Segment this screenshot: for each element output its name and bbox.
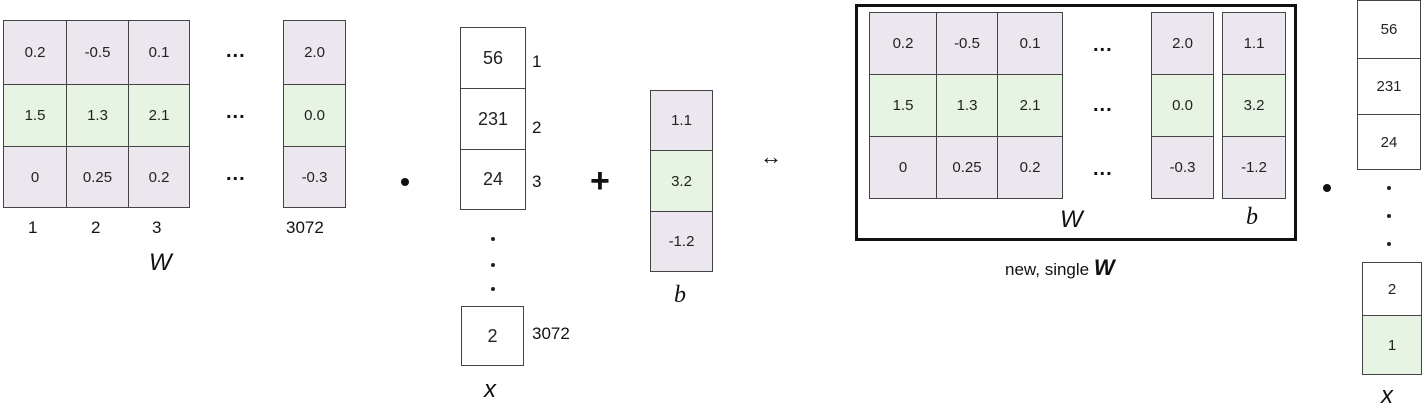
b-cell: 3.2 — [650, 150, 713, 212]
x-ext-cell: 231 — [1357, 58, 1421, 115]
combined-cell: 0.1 — [997, 12, 1063, 75]
combined-cell: 3.2 — [1222, 74, 1286, 137]
vertical-ellipsis-dot — [491, 287, 495, 291]
x-cell: 231 — [460, 88, 526, 150]
w-cell: -0.3 — [283, 146, 346, 208]
caption-text: new, single — [1005, 260, 1094, 279]
ellipsis: ... — [226, 163, 246, 185]
vertical-ellipsis-dot — [1387, 242, 1391, 246]
combined-b-label: b — [1246, 204, 1258, 230]
ellipsis: ... — [1093, 34, 1113, 56]
x-label: x — [484, 376, 496, 403]
x-cell: 56 — [460, 27, 526, 89]
combined-cell: 1.5 — [869, 74, 937, 137]
combined-cell: 0.2 — [997, 136, 1063, 199]
ellipsis: ... — [226, 101, 246, 123]
w-cell: 0.2 — [128, 146, 190, 208]
w-label: W — [149, 249, 172, 276]
combined-cell: -0.3 — [1151, 136, 1214, 199]
combined-cell: 0 — [869, 136, 937, 199]
x-cell: 2 — [461, 306, 524, 366]
w-cell: 0.0 — [283, 84, 346, 147]
caption-var: W — [1093, 255, 1115, 280]
index-label: 2 — [532, 118, 542, 137]
column-label: 2 — [91, 218, 101, 237]
w-cell: 1.5 — [3, 84, 67, 147]
vertical-ellipsis-dot — [1387, 214, 1391, 218]
ellipsis: ... — [226, 40, 246, 62]
column-label: 1 — [28, 218, 38, 237]
w-cell: 2.0 — [283, 20, 346, 85]
index-label: 3 — [532, 172, 542, 191]
column-label: 3072 — [286, 218, 324, 237]
x-cell: 24 — [460, 149, 526, 210]
w-cell: 0.2 — [3, 20, 67, 85]
combined-cell: 1.1 — [1222, 12, 1286, 75]
ellipsis: ... — [1093, 94, 1113, 116]
index-label: 3072 — [532, 324, 570, 343]
combined-cell: -0.5 — [936, 12, 998, 75]
dot-operator: • — [401, 178, 409, 186]
w-cell: 0.25 — [66, 146, 129, 208]
w-cell: 2.1 — [128, 84, 190, 147]
plus-sign: + — [590, 162, 610, 200]
b-label: b — [674, 282, 686, 308]
combined-caption: new, single W — [1005, 255, 1115, 281]
combined-cell: -1.2 — [1222, 136, 1286, 199]
x-ext-cell: 24 — [1357, 114, 1421, 170]
w-cell: -0.5 — [66, 20, 129, 85]
combined-w-label: W — [1060, 206, 1083, 233]
x-ext-label: x — [1381, 382, 1393, 409]
w-cell: 0.1 — [128, 20, 190, 85]
w-cell: 1.3 — [66, 84, 129, 147]
x-ext-cell: 1 — [1362, 315, 1422, 375]
combined-cell: 0.0 — [1151, 74, 1214, 137]
combined-cell: 0.2 — [869, 12, 937, 75]
index-label: 1 — [532, 52, 542, 71]
b-cell: 1.1 — [650, 90, 713, 151]
b-cell: -1.2 — [650, 211, 713, 272]
ellipsis: ... — [1093, 158, 1113, 180]
vertical-ellipsis-dot — [491, 263, 495, 267]
combined-cell: 2.0 — [1151, 12, 1214, 75]
column-label: 3 — [152, 218, 162, 237]
vertical-ellipsis-dot — [1387, 186, 1391, 190]
combined-matrix-frame — [855, 4, 1297, 241]
x-ext-cell: 56 — [1357, 0, 1421, 59]
dot-operator: • — [1323, 184, 1331, 192]
x-ext-cell: 2 — [1362, 262, 1422, 316]
combined-cell: 0.25 — [936, 136, 998, 199]
combined-cell: 1.3 — [936, 74, 998, 137]
combined-cell: 2.1 — [997, 74, 1063, 137]
w-cell: 0 — [3, 146, 67, 208]
vertical-ellipsis-dot — [491, 237, 495, 241]
double-arrow-icon: ↔ — [760, 144, 782, 169]
